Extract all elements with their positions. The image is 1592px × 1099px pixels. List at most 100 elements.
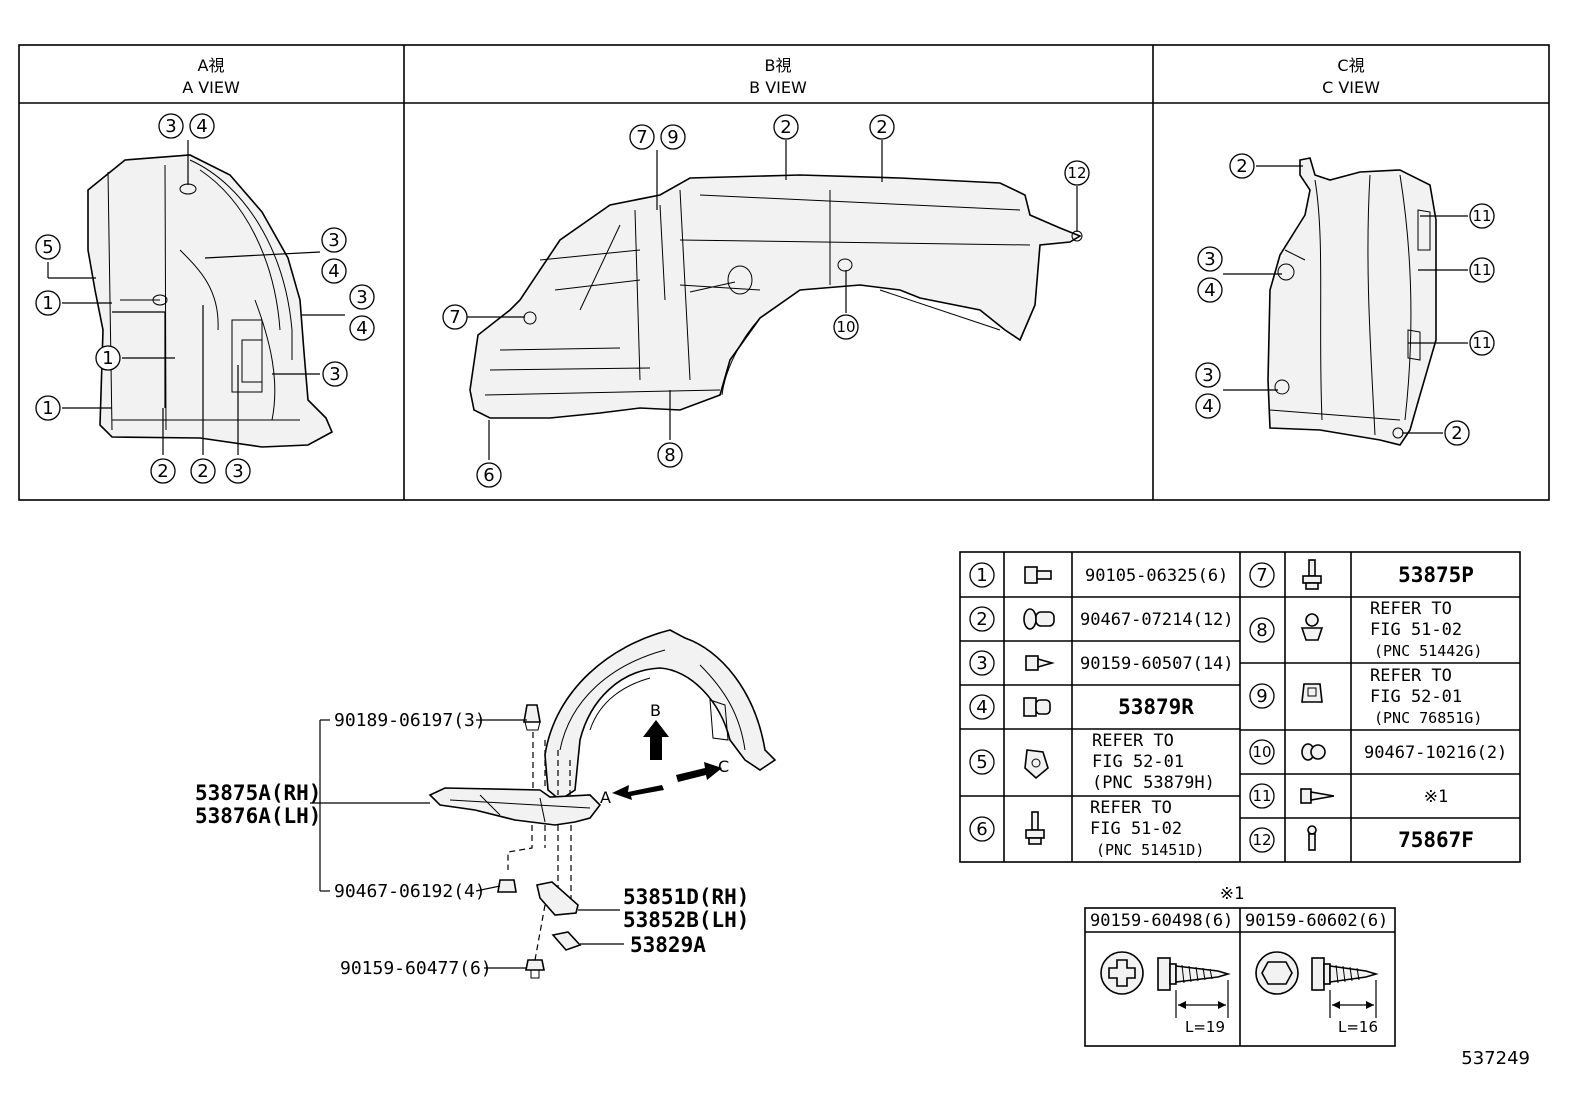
legend-refer-line: (PNC 51451D) <box>1096 841 1204 859</box>
assembly-labels: 90189-06197(3) 53875A(RH) 53876A(LH) 904… <box>195 701 749 979</box>
b-view-callouts: 7 9 2 2 12 7 10 8 6 <box>442 114 1090 488</box>
view-arrow-a <box>612 785 664 800</box>
callout-number: 5 <box>42 237 53 258</box>
callout-number: 2 <box>780 117 791 138</box>
view-letter-c: C <box>718 757 729 776</box>
legend-number: 6 <box>976 819 987 840</box>
callout-number: 3 <box>1202 365 1213 386</box>
view-arrow-b <box>643 720 669 760</box>
view-letter-a: A <box>600 788 611 807</box>
c-view-callouts: 2 11 3 4 11 11 3 4 2 <box>1195 153 1495 446</box>
part-label-90189: 90189-06197(3) <box>334 710 486 731</box>
legend-part-number: 53879R <box>1118 695 1194 719</box>
callout-number: 11 <box>1472 334 1491 352</box>
square-clip-icon <box>1301 683 1323 703</box>
view-arrow-c <box>676 762 722 782</box>
legend-number: 3 <box>976 653 987 674</box>
callout-number: 2 <box>157 461 168 482</box>
c-view-title: C VIEW <box>1322 78 1380 97</box>
legend-number: 7 <box>1256 565 1267 586</box>
note-right-part: 90159-60602(6) <box>1245 911 1388 931</box>
view-headers: A視 A VIEW B視 B VIEW C視 C VIEW <box>182 56 1380 97</box>
assembly-leaders <box>310 719 624 969</box>
hex-bolt-icon <box>1024 566 1052 584</box>
part-label-53875a: 53875A(RH) <box>195 781 321 805</box>
clip-icon <box>1023 608 1055 630</box>
nut-icon <box>1023 697 1051 717</box>
callout-number: 4 <box>1202 396 1213 417</box>
tapping-screw-side-icon <box>1157 957 1231 991</box>
callout-number: 4 <box>356 318 367 339</box>
push-clip-icon <box>1300 613 1324 641</box>
legend-refer-line: REFER TO <box>1090 798 1172 818</box>
legend-refer-line: REFER TO <box>1370 666 1452 686</box>
legend-refer-line: FIG 52-01 <box>1370 687 1462 707</box>
grommet-icon <box>1301 743 1326 761</box>
callout-number: 4 <box>328 261 339 282</box>
legend-part-number: 90105-06325(6) <box>1085 566 1228 586</box>
figure-id: 537249 <box>1461 1048 1530 1069</box>
note-box: ※1 90159-60498(6) 90159-60602(6) L=19 <box>1084 884 1396 1047</box>
note-right-length: L=16 <box>1338 1018 1378 1036</box>
assembly-drawing <box>428 629 777 979</box>
part-label-90159: 90159-60477(6) <box>340 958 492 979</box>
view-letter-b: B <box>650 701 661 720</box>
callout-number: 3 <box>1204 249 1215 270</box>
callout-number: 2 <box>197 461 208 482</box>
callout-number: 3 <box>328 230 339 251</box>
tapping-screw-side-icon <box>1311 957 1379 991</box>
callout-number: 3 <box>232 461 243 482</box>
legend-part-number: 53875P <box>1398 563 1474 587</box>
flange-bolt-icon <box>1025 811 1045 845</box>
legend-refer-line: (PNC 51442G) <box>1374 642 1482 660</box>
part-label-53829a: 53829A <box>630 933 706 957</box>
b-view-leaders <box>467 140 1078 460</box>
callout-number: 4 <box>1204 280 1215 301</box>
b-view-liner-drawing <box>469 174 1083 419</box>
callout-number: 1 <box>102 348 113 369</box>
legend-number: 11 <box>1252 787 1271 805</box>
screw-icon <box>1025 655 1055 671</box>
legend-refer-line: FIG 51-02 <box>1370 620 1462 640</box>
part-label-53876a: 53876A(LH) <box>195 804 321 828</box>
legend-number: 8 <box>1256 620 1267 641</box>
a-view-callouts: 3 4 5 1 1 1 3 4 3 4 3 2 2 3 <box>35 113 375 484</box>
legend-number: 1 <box>976 565 987 586</box>
retainer-icon <box>1024 749 1049 780</box>
legend-part-number: 90467-07214(12) <box>1080 610 1234 630</box>
callout-number: 11 <box>1472 261 1491 279</box>
a-view-title: A VIEW <box>182 78 240 97</box>
legend-note-ref: ※1 <box>1424 787 1448 807</box>
callout-number: 1 <box>42 293 53 314</box>
note-left-part: 90159-60498(6) <box>1090 911 1233 931</box>
callout-number: 12 <box>1067 164 1086 182</box>
legend-part-number: 90159-60507(14) <box>1080 654 1234 674</box>
callout-number: 2 <box>1236 156 1247 177</box>
callout-number: 8 <box>664 445 675 466</box>
callout-number: 2 <box>1451 423 1462 444</box>
part-label-53852b: 53852B(LH) <box>623 908 749 932</box>
flange-bolt-icon <box>1302 559 1322 590</box>
phillips-head-icon <box>1100 951 1144 995</box>
tapping-screw-icon <box>1300 788 1335 804</box>
callout-number: 7 <box>636 127 647 148</box>
note-left-length: L=19 <box>1185 1018 1225 1036</box>
legend-part-number: 90467-10216(2) <box>1364 743 1507 763</box>
hex-head-icon <box>1255 951 1299 995</box>
legend-refer-line: (PNC 76851G) <box>1374 709 1482 727</box>
legend-number: 5 <box>976 752 987 773</box>
note-mark: ※1 <box>1220 884 1244 904</box>
callout-number: 9 <box>667 127 678 148</box>
callout-number: 6 <box>483 465 494 486</box>
c-view-leaders <box>1223 165 1468 434</box>
legend-refer-line: (PNC 53879H) <box>1092 773 1215 793</box>
legend-numbers: 1 2 3 4 5 6 7 8 9 10 11 12 <box>969 562 1275 853</box>
callout-number: 3 <box>356 287 367 308</box>
callout-number: 11 <box>1472 207 1491 225</box>
b-view-title: B VIEW <box>749 78 807 97</box>
callout-number: 10 <box>836 318 855 336</box>
legend-table-frame <box>959 551 1521 863</box>
c-view-title-jp: C視 <box>1337 56 1364 75</box>
legend-number: 10 <box>1252 743 1271 761</box>
